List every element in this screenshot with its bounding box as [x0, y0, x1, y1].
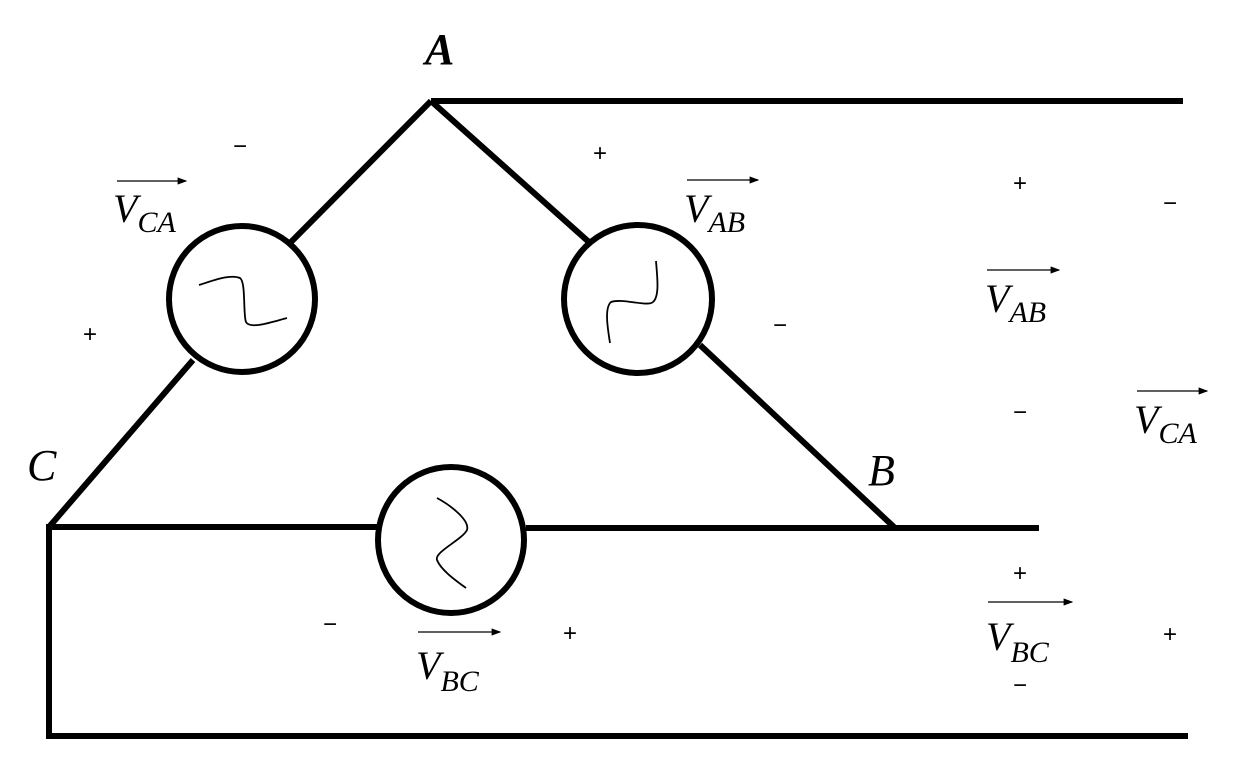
voltage-label: VBC: [986, 614, 1050, 669]
polarity-minus: −: [323, 611, 337, 638]
label-line-vab: VAB: [985, 266, 1061, 329]
source-vab: [561, 222, 715, 376]
label-line-vbc: VBC: [986, 598, 1074, 669]
voltage-label: VCA: [113, 186, 176, 239]
polarity-plus: +: [1163, 621, 1177, 648]
sine-wave-icon: [198, 275, 288, 327]
sine-wave-icon: [606, 260, 659, 344]
label-line-vca: VCA: [1134, 387, 1209, 450]
node-label-b: B: [868, 446, 895, 495]
polarity-minus: −: [1013, 672, 1027, 699]
voltage-label: VBC: [416, 643, 480, 698]
polarity-minus: −: [773, 312, 787, 339]
source-circle: [561, 222, 715, 376]
polarity-plus: +: [563, 620, 577, 647]
polarity-minus: −: [1163, 190, 1177, 217]
wire-a-to-vca: [287, 98, 434, 246]
voltage-label: VCA: [1134, 397, 1197, 450]
polarity-plus: +: [1013, 170, 1027, 197]
polarity-minus: −: [1013, 399, 1027, 426]
wire-a-to-vab: [429, 98, 592, 246]
wire-vca-to-c: [46, 358, 196, 529]
source-vca: [166, 223, 318, 375]
polarity-plus: +: [83, 321, 97, 348]
node-label-a: A: [422, 25, 454, 74]
source-vbc: [375, 464, 527, 616]
label-source-vab: VAB: [684, 176, 760, 239]
wires: [46, 98, 1188, 739]
voltage-label: VAB: [684, 186, 745, 239]
source-circle: [375, 464, 527, 616]
source-circle: [166, 223, 318, 375]
polarity-minus: −: [233, 133, 247, 160]
wire-vab-to-b: [697, 342, 898, 531]
voltage-label: VAB: [985, 276, 1046, 329]
node-label-c: C: [27, 441, 57, 490]
sine-wave-icon: [436, 497, 469, 589]
polarity-plus: +: [593, 140, 607, 167]
label-source-vca: VCA: [113, 177, 188, 239]
label-source-vbc: VBC: [416, 628, 502, 698]
polarity-plus: +: [1013, 560, 1027, 587]
